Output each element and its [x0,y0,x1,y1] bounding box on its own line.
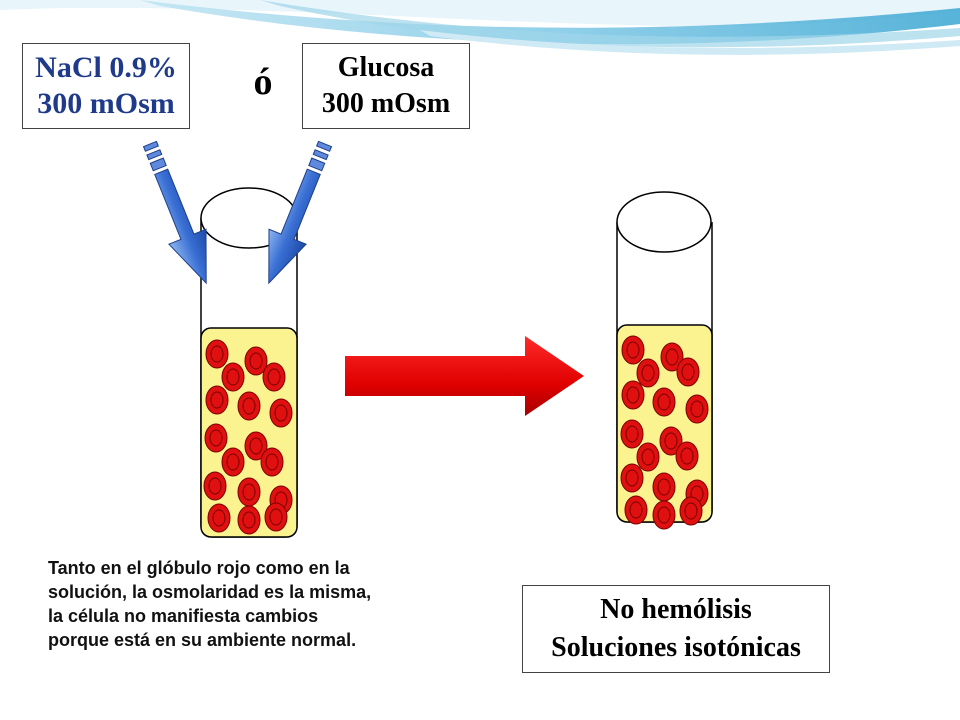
red-blood-cell [620,419,644,449]
red-blood-cell [205,385,229,415]
red-blood-cell [203,471,227,501]
red-blood-cell [237,505,261,535]
red-blood-cell [652,500,676,530]
red-blood-cell [621,335,645,365]
red-blood-cell [244,431,268,461]
red-blood-cell [221,447,245,477]
red-blood-cell [260,447,284,477]
red-blood-cell [636,358,660,388]
nacl-osmolarity: 300 mOsm [37,87,175,120]
red-blood-cell [685,394,709,424]
red-blood-cell [262,362,286,392]
red-blood-cell [624,495,648,525]
tube-mouth-right [616,191,712,253]
red-blood-cell [621,380,645,410]
red-blood-cell [205,339,229,369]
header-waves [0,0,960,55]
or-connector: ó [253,61,273,103]
explanation-line: solución, la osmolaridad es la misma, [48,582,372,602]
result-title: No hemólisis [600,594,752,625]
glucose-solution-label: Glucosa 300 mOsm [302,43,470,129]
red-blood-cell [659,426,683,456]
red-blood-cell [620,463,644,493]
red-blood-cell [652,387,676,417]
result-subtitle: Soluciones isotónicas [551,632,801,663]
explanation-line: porque está en su ambiente normal. [48,630,357,650]
red-blood-cell [679,496,703,526]
red-blood-cell [652,472,676,502]
glucose-osmolarity: 300 mOsm [321,88,451,119]
arrow-right-icon [345,336,584,416]
red-blood-cell [676,357,700,387]
red-blood-cell [221,362,245,392]
arrow-down-right-icon [142,140,207,285]
red-cells-right [620,335,709,530]
red-blood-cell [636,442,660,472]
arrow-down-left-icon [268,140,333,285]
red-blood-cell [237,391,261,421]
glucose-name: Glucosa [337,52,435,83]
nacl-concentration: NaCl 0.9% [35,51,177,84]
red-blood-cell [269,398,293,428]
test-tube-left [200,187,298,538]
red-blood-cell [204,423,228,453]
red-blood-cell [675,441,699,471]
test-tube-right [616,191,713,530]
result-label: No hemólisis Soluciones isotónicas [522,585,830,673]
explanation-line: la célula no manifiesta cambios [48,606,319,626]
nacl-solution-label: NaCl 0.9% 300 mOsm [22,43,190,129]
red-blood-cell [244,346,268,376]
red-cells-left [203,339,293,535]
explanation-text: Tanto en el glóbulo rojo como en la solu… [48,556,488,652]
red-blood-cell [237,477,261,507]
red-blood-cell [207,503,231,533]
red-blood-cell [264,502,288,532]
red-blood-cell [660,342,684,372]
explanation-line: Tanto en el glóbulo rojo como en la [48,558,350,578]
